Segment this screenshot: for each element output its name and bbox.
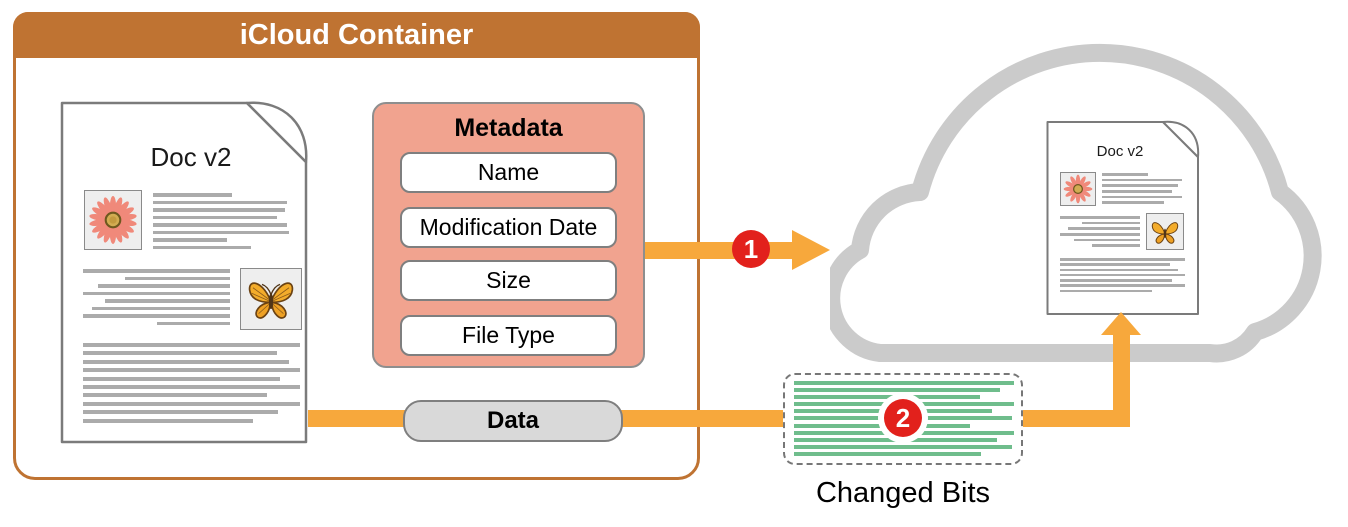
metadata-field-size: Size: [400, 260, 617, 301]
text-line: [1060, 279, 1172, 282]
cloud-document-text-block-3: [1060, 258, 1185, 295]
text-line: [1060, 289, 1152, 293]
cloud-document-title: Doc v2: [1096, 143, 1144, 160]
text-line: [1060, 233, 1140, 236]
changed-bits-label: Changed Bits: [815, 477, 991, 509]
text-line: [92, 306, 230, 310]
step-2-number: 2: [895, 402, 911, 433]
text-line: [1102, 190, 1172, 193]
text-line: [1092, 244, 1140, 247]
upload-arrow-shaft: [1113, 333, 1130, 427]
document-text-block-2: [83, 269, 230, 329]
flower-image-box: [84, 190, 142, 250]
text-line: [1060, 216, 1140, 219]
cloud-document-text-block-2: [1060, 216, 1140, 250]
text-line: [105, 299, 230, 303]
text-line: [1102, 178, 1182, 182]
text-line: [83, 393, 267, 398]
metadata-arrow-band: [645, 242, 793, 259]
text-line: [794, 437, 997, 442]
text-line: [125, 276, 230, 280]
text-line: [153, 245, 251, 249]
text-line: [1074, 238, 1140, 242]
text-line: [83, 351, 277, 356]
text-line: [153, 238, 227, 242]
metadata-field-name: Name: [400, 152, 617, 193]
butterfly-image-box: [1146, 213, 1184, 250]
text-line: [153, 200, 287, 204]
text-line: [1060, 263, 1170, 266]
metadata-field-file-type: File Type: [400, 315, 617, 356]
text-line: [153, 215, 277, 219]
text-line: [83, 384, 300, 389]
text-line: [794, 395, 980, 400]
text-line: [1060, 284, 1185, 287]
text-line: [83, 343, 300, 347]
folded-corner-icon: [245, 101, 308, 164]
icloud-container-title: iCloud Container: [239, 18, 474, 51]
text-line: [794, 423, 970, 428]
text-line: [1102, 184, 1178, 187]
text-line: [794, 388, 1000, 393]
text-line: [153, 193, 232, 197]
step-2-badge: 2: [884, 399, 922, 437]
metadata-title: Metadata: [454, 114, 563, 142]
text-line: [83, 418, 253, 423]
text-line: [1102, 195, 1182, 199]
text-line: [153, 208, 285, 212]
butterfly-icon: [248, 282, 294, 319]
metadata-arrowhead-icon: [792, 230, 830, 270]
text-line: [98, 284, 230, 288]
flower-icon: [89, 196, 137, 244]
upload-arrowhead-icon: [1101, 312, 1141, 335]
text-line: [794, 381, 1014, 385]
text-line: [83, 314, 230, 318]
butterfly-icon: [1151, 221, 1179, 244]
step-1-badge: 1: [732, 230, 770, 268]
butterfly-image-box: [240, 268, 302, 330]
text-line: [1102, 201, 1164, 204]
text-line: [794, 444, 1012, 449]
document: Doc v2: [60, 100, 310, 444]
step-1-number: 1: [743, 233, 759, 264]
document-title: Doc v2: [150, 142, 232, 172]
icloud-container-header: iCloud Container: [13, 12, 700, 58]
text-line: [153, 230, 289, 234]
document-text-block-3: [83, 343, 300, 427]
text-line: [794, 451, 981, 456]
text-line: [83, 291, 230, 295]
flower-icon: [1063, 174, 1093, 204]
text-line: [83, 269, 230, 273]
text-line: [1102, 173, 1148, 176]
text-line: [1060, 258, 1185, 261]
metadata-field-modification-date: Modification Date: [400, 207, 617, 248]
folded-corner-icon: [1162, 120, 1200, 158]
text-line: [1068, 227, 1140, 230]
document-text-block-1: [153, 193, 301, 253]
text-line: [83, 401, 300, 406]
metadata-box: Metadata Name Modification Date Size Fil…: [372, 102, 645, 368]
text-line: [153, 223, 287, 227]
text-line: [83, 376, 280, 381]
text-line: [157, 321, 230, 325]
text-line: [1060, 273, 1185, 277]
data-pill: Data: [403, 400, 623, 442]
text-line: [1060, 268, 1178, 272]
text-line: [83, 410, 278, 415]
flower-image-box: [1060, 172, 1096, 206]
data-pill-label: Data: [486, 407, 540, 434]
text-line: [83, 359, 289, 364]
cloud-document: Doc v2: [1046, 120, 1202, 316]
document-page-shape: [60, 101, 308, 444]
text-line: [1082, 221, 1140, 225]
text-line: [83, 368, 300, 373]
cloud-document-text-block-1: [1102, 173, 1186, 207]
